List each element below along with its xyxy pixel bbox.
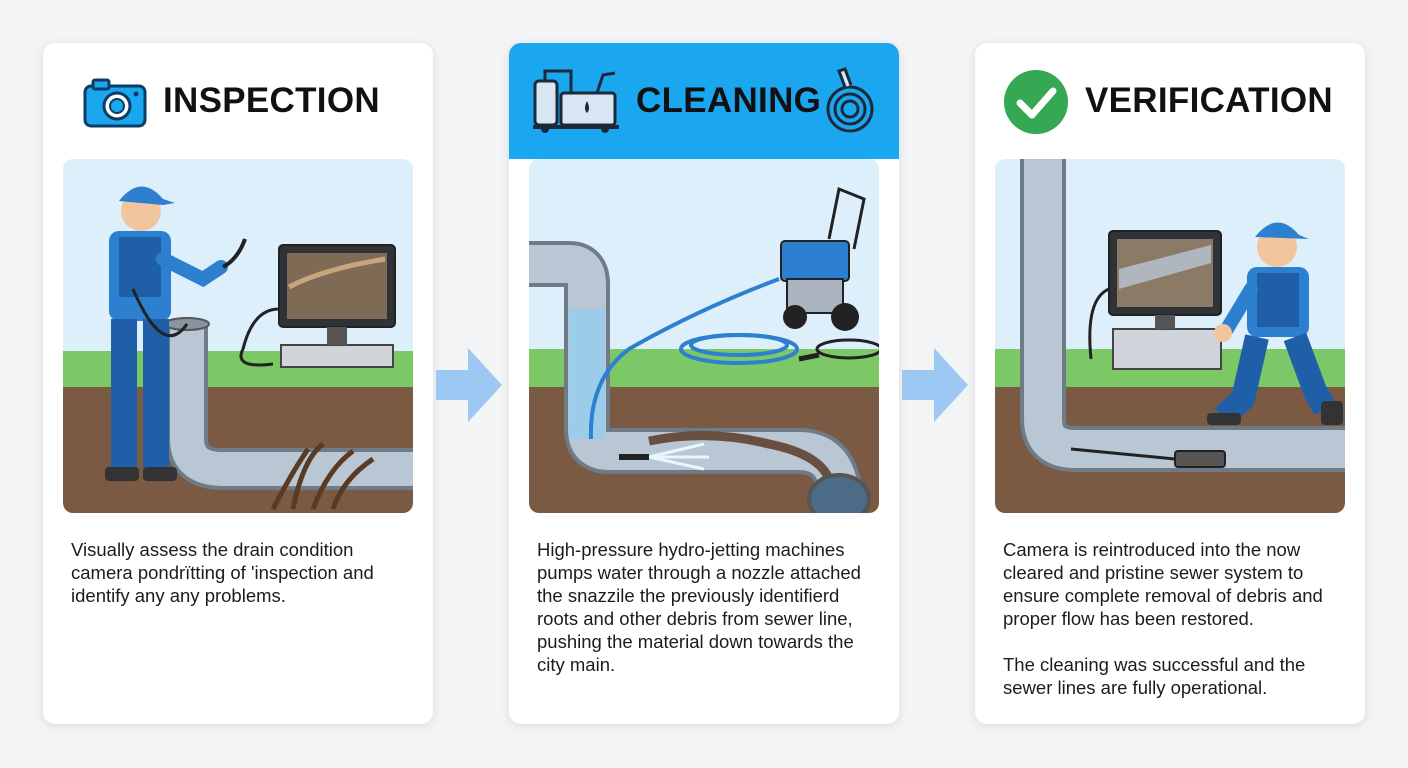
verification-header: VERIFICATION bbox=[975, 43, 1365, 159]
step-description: High-pressure hydro-jetting machines pum… bbox=[537, 538, 872, 699]
jetting-machine-icon bbox=[533, 69, 619, 133]
description-paragraph: The cleaning was successful and the sewe… bbox=[1003, 654, 1306, 698]
checkmark-icon bbox=[1004, 70, 1068, 134]
step-description: Visually assess the drain condition came… bbox=[71, 538, 406, 630]
description-paragraph: Camera is reintroduced into the now clea… bbox=[1003, 539, 1323, 629]
description-paragraph: Visually assess the drain condition came… bbox=[71, 539, 374, 606]
camera-icon bbox=[83, 78, 147, 128]
inspection-illustration bbox=[63, 159, 413, 513]
cleaning-illustration bbox=[529, 159, 879, 513]
step-title: VERIFICATION bbox=[1085, 81, 1333, 120]
arrow-right-icon bbox=[902, 348, 968, 422]
step-title: INSPECTION bbox=[163, 81, 380, 120]
description-paragraph: High-pressure hydro-jetting machines pum… bbox=[537, 539, 861, 675]
inspection-card: INSPECTION bbox=[43, 43, 433, 724]
cleaning-card: CLEANING bbox=[509, 43, 899, 724]
verification-illustration bbox=[995, 159, 1345, 513]
step-description: Camera is reintroduced into the now clea… bbox=[1003, 538, 1338, 722]
step-title: CLEANING bbox=[636, 81, 822, 120]
inspection-header: INSPECTION bbox=[43, 43, 433, 159]
cleaning-header: CLEANING bbox=[509, 43, 899, 159]
hose-reel-icon bbox=[826, 67, 874, 133]
verification-card: VERIFICATION bbox=[975, 43, 1365, 724]
arrow-right-icon bbox=[436, 348, 502, 422]
